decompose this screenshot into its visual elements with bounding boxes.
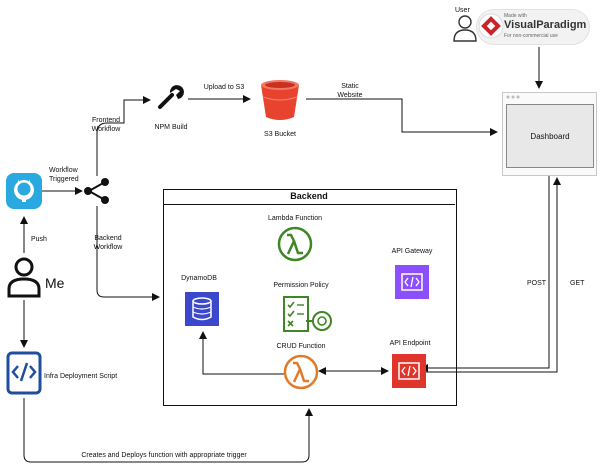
s3-bucket-label: S3 Bucket	[264, 131, 296, 138]
s3-bucket-icon	[257, 77, 303, 128]
dynamodb-label: DynamoDB	[181, 275, 217, 282]
github-icon	[6, 173, 42, 214]
creates-deploys-arrow	[23, 398, 313, 463]
api-gateway-icon	[395, 265, 429, 304]
lambda-function-label: Lambda Function	[267, 215, 323, 222]
crud-function-label: CRUD Function	[276, 343, 326, 350]
permission-policy-icon	[282, 295, 334, 340]
workflow-triggered-label-1: Workflow	[49, 167, 78, 174]
wrench-icon	[156, 85, 184, 116]
static-website-arrow	[306, 98, 498, 136]
api-endpoint-label: API Endpoint	[389, 340, 431, 347]
post-arrow	[420, 174, 550, 372]
backend-workflow-arrow	[96, 206, 160, 301]
backend-title: Backend	[163, 189, 455, 205]
window-dots	[506, 95, 520, 99]
watermark-line2: VisualParadigm	[504, 19, 587, 31]
user-label: User	[455, 7, 470, 14]
infra-script-label: Infra Deployment Script	[44, 373, 118, 380]
static-website-label-2: Website	[337, 92, 363, 99]
person-icon	[6, 256, 42, 303]
backend-container	[163, 189, 457, 406]
creates-deploys-label: Creates and Deploys function with approp…	[50, 451, 278, 460]
get-label: GET	[570, 280, 585, 287]
script-icon	[6, 351, 42, 400]
backend-workflow-label-1: Backend	[94, 235, 122, 242]
upload-s3-label: Upload to S3	[203, 84, 245, 91]
user-icon	[452, 14, 478, 47]
backend-workflow-label-2: Workflow	[93, 244, 123, 251]
permission-policy-label: Permission Policy	[273, 282, 329, 289]
dashboard: Dashboard	[506, 104, 594, 168]
me-label: Me	[45, 275, 65, 291]
watermark-line1: Made with	[504, 13, 527, 19]
npm-build-label: NPM Build	[154, 124, 188, 131]
static-website-label-1: Static	[341, 83, 359, 90]
post-label: POST	[527, 280, 547, 287]
crud-lambda-icon	[283, 354, 319, 395]
share-icon	[83, 178, 111, 209]
lambda-icon	[277, 226, 313, 267]
workflow-triggered-label-2: Triggered	[49, 176, 79, 183]
frontend-workflow-label-1: Frontend	[91, 117, 121, 124]
crud-to-dynamodb-arrow	[199, 331, 284, 375]
frontend-workflow-label-2: Workflow	[91, 126, 121, 133]
api-gateway-label: API Gateway	[391, 248, 433, 255]
dynamodb-icon	[185, 292, 219, 331]
watermark-line3: For non-commercial use	[504, 33, 558, 39]
api-endpoint-icon	[392, 354, 426, 393]
frontend-workflow-arrow	[96, 96, 151, 176]
push-label: Push	[31, 236, 47, 243]
get-arrow	[421, 177, 561, 373]
visual-paradigm-logo	[478, 11, 504, 46]
